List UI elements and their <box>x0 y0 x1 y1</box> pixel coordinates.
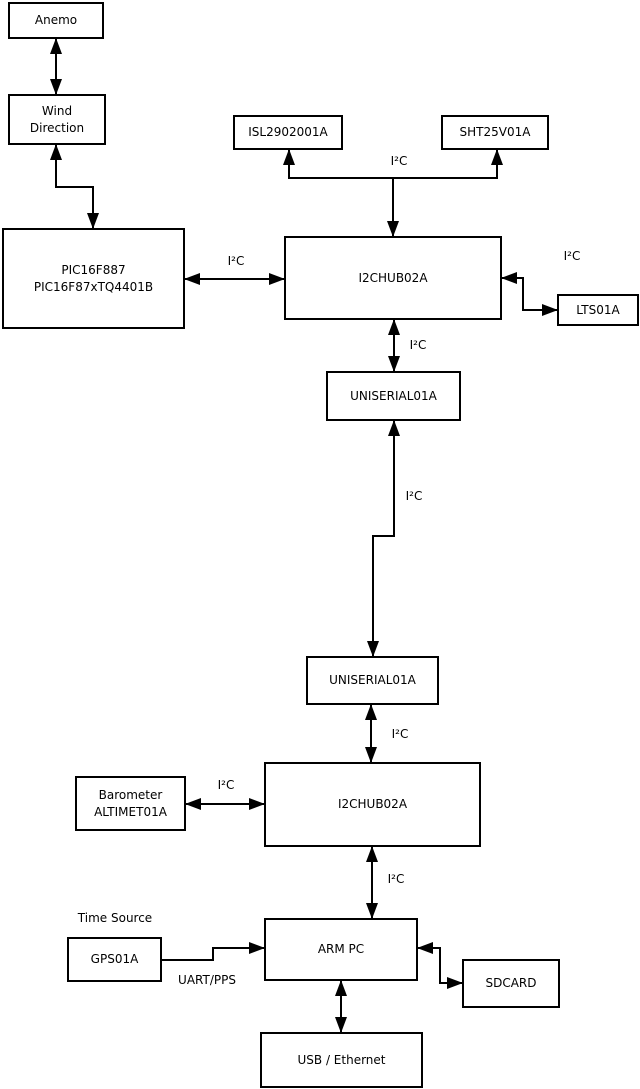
node-sdcard-label: SDCARD <box>485 976 537 990</box>
edge-label-i2c-hub2-armpc: I²C <box>387 872 405 886</box>
edge-label-time-source: Time Source <box>77 911 153 925</box>
node-sht25: SHT25V01A <box>441 115 549 150</box>
edge-hub-lts <box>501 272 558 316</box>
edge-label-uart-pps: UART/PPS <box>178 973 236 987</box>
node-lts01a-label: LTS01A <box>576 302 620 317</box>
node-wind-direction-label: Wind Direction <box>29 103 85 135</box>
node-lts01a: LTS01A <box>557 294 639 326</box>
node-gps01a-label: GPS01A <box>90 952 139 966</box>
node-isl29020: ISL2902001A <box>233 115 343 150</box>
node-sht25-label: SHT25V01A <box>459 125 531 139</box>
node-barometer: Barometer ALTIMET01A <box>75 776 186 831</box>
edge-label-i2c-pic-hub: I²C <box>227 254 245 268</box>
edge-label-i2c-hub-sensors: I²C <box>390 154 408 168</box>
node-uniserial-top-label: UNISERIAL01A <box>350 388 437 403</box>
node-arm-pc-label: ARM PC <box>317 942 365 956</box>
node-pic: PIC16F887 PIC16F87xTQ4401B <box>2 228 185 329</box>
edge-label-i2c-baro-hub2: I²C <box>217 778 235 792</box>
node-gps01a: GPS01A <box>67 937 162 982</box>
node-pic-label: PIC16F887 PIC16F87xTQ4401B <box>33 262 154 294</box>
node-anemo: Anemo <box>8 2 104 39</box>
node-arm-pc: ARM PC <box>264 918 418 981</box>
node-i2chub-top-label: I2CHUB02A <box>358 270 428 285</box>
edge-armpc-sdcard <box>417 942 463 989</box>
node-i2chub-top: I2CHUB02A <box>284 236 502 320</box>
node-usb-ethernet-label: USB / Ethernet <box>297 1052 386 1067</box>
node-uniserial-top: UNISERIAL01A <box>326 371 461 421</box>
node-wind-direction: Wind Direction <box>8 94 106 145</box>
node-anemo-label: Anemo <box>34 13 78 27</box>
edge-gps-armpc <box>162 942 265 961</box>
edge-wind-pic <box>50 144 99 229</box>
node-barometer-label: Barometer ALTIMET01A <box>94 787 167 819</box>
edge-label-i2c-uniserial-link: I²C <box>405 489 423 503</box>
node-usb-ethernet: USB / Ethernet <box>260 1032 423 1088</box>
edge-label-i2c-hub-uniserial: I²C <box>409 338 427 352</box>
node-i2chub-bottom: I2CHUB02A <box>264 762 481 847</box>
node-uniserial-bottom-label: UNISERIAL01A <box>329 673 416 687</box>
edge-label-i2c-uniserial-hub2: I²C <box>391 727 409 741</box>
edge-label-i2c-hub-lts: I²C <box>563 249 581 263</box>
node-isl29020-label: ISL2902001A <box>248 125 328 139</box>
node-uniserial-bottom: UNISERIAL01A <box>306 656 439 705</box>
node-sdcard: SDCARD <box>462 959 560 1008</box>
edge-uniserial-link <box>367 420 400 657</box>
node-i2chub-bottom-label: I2CHUB02A <box>337 797 408 811</box>
